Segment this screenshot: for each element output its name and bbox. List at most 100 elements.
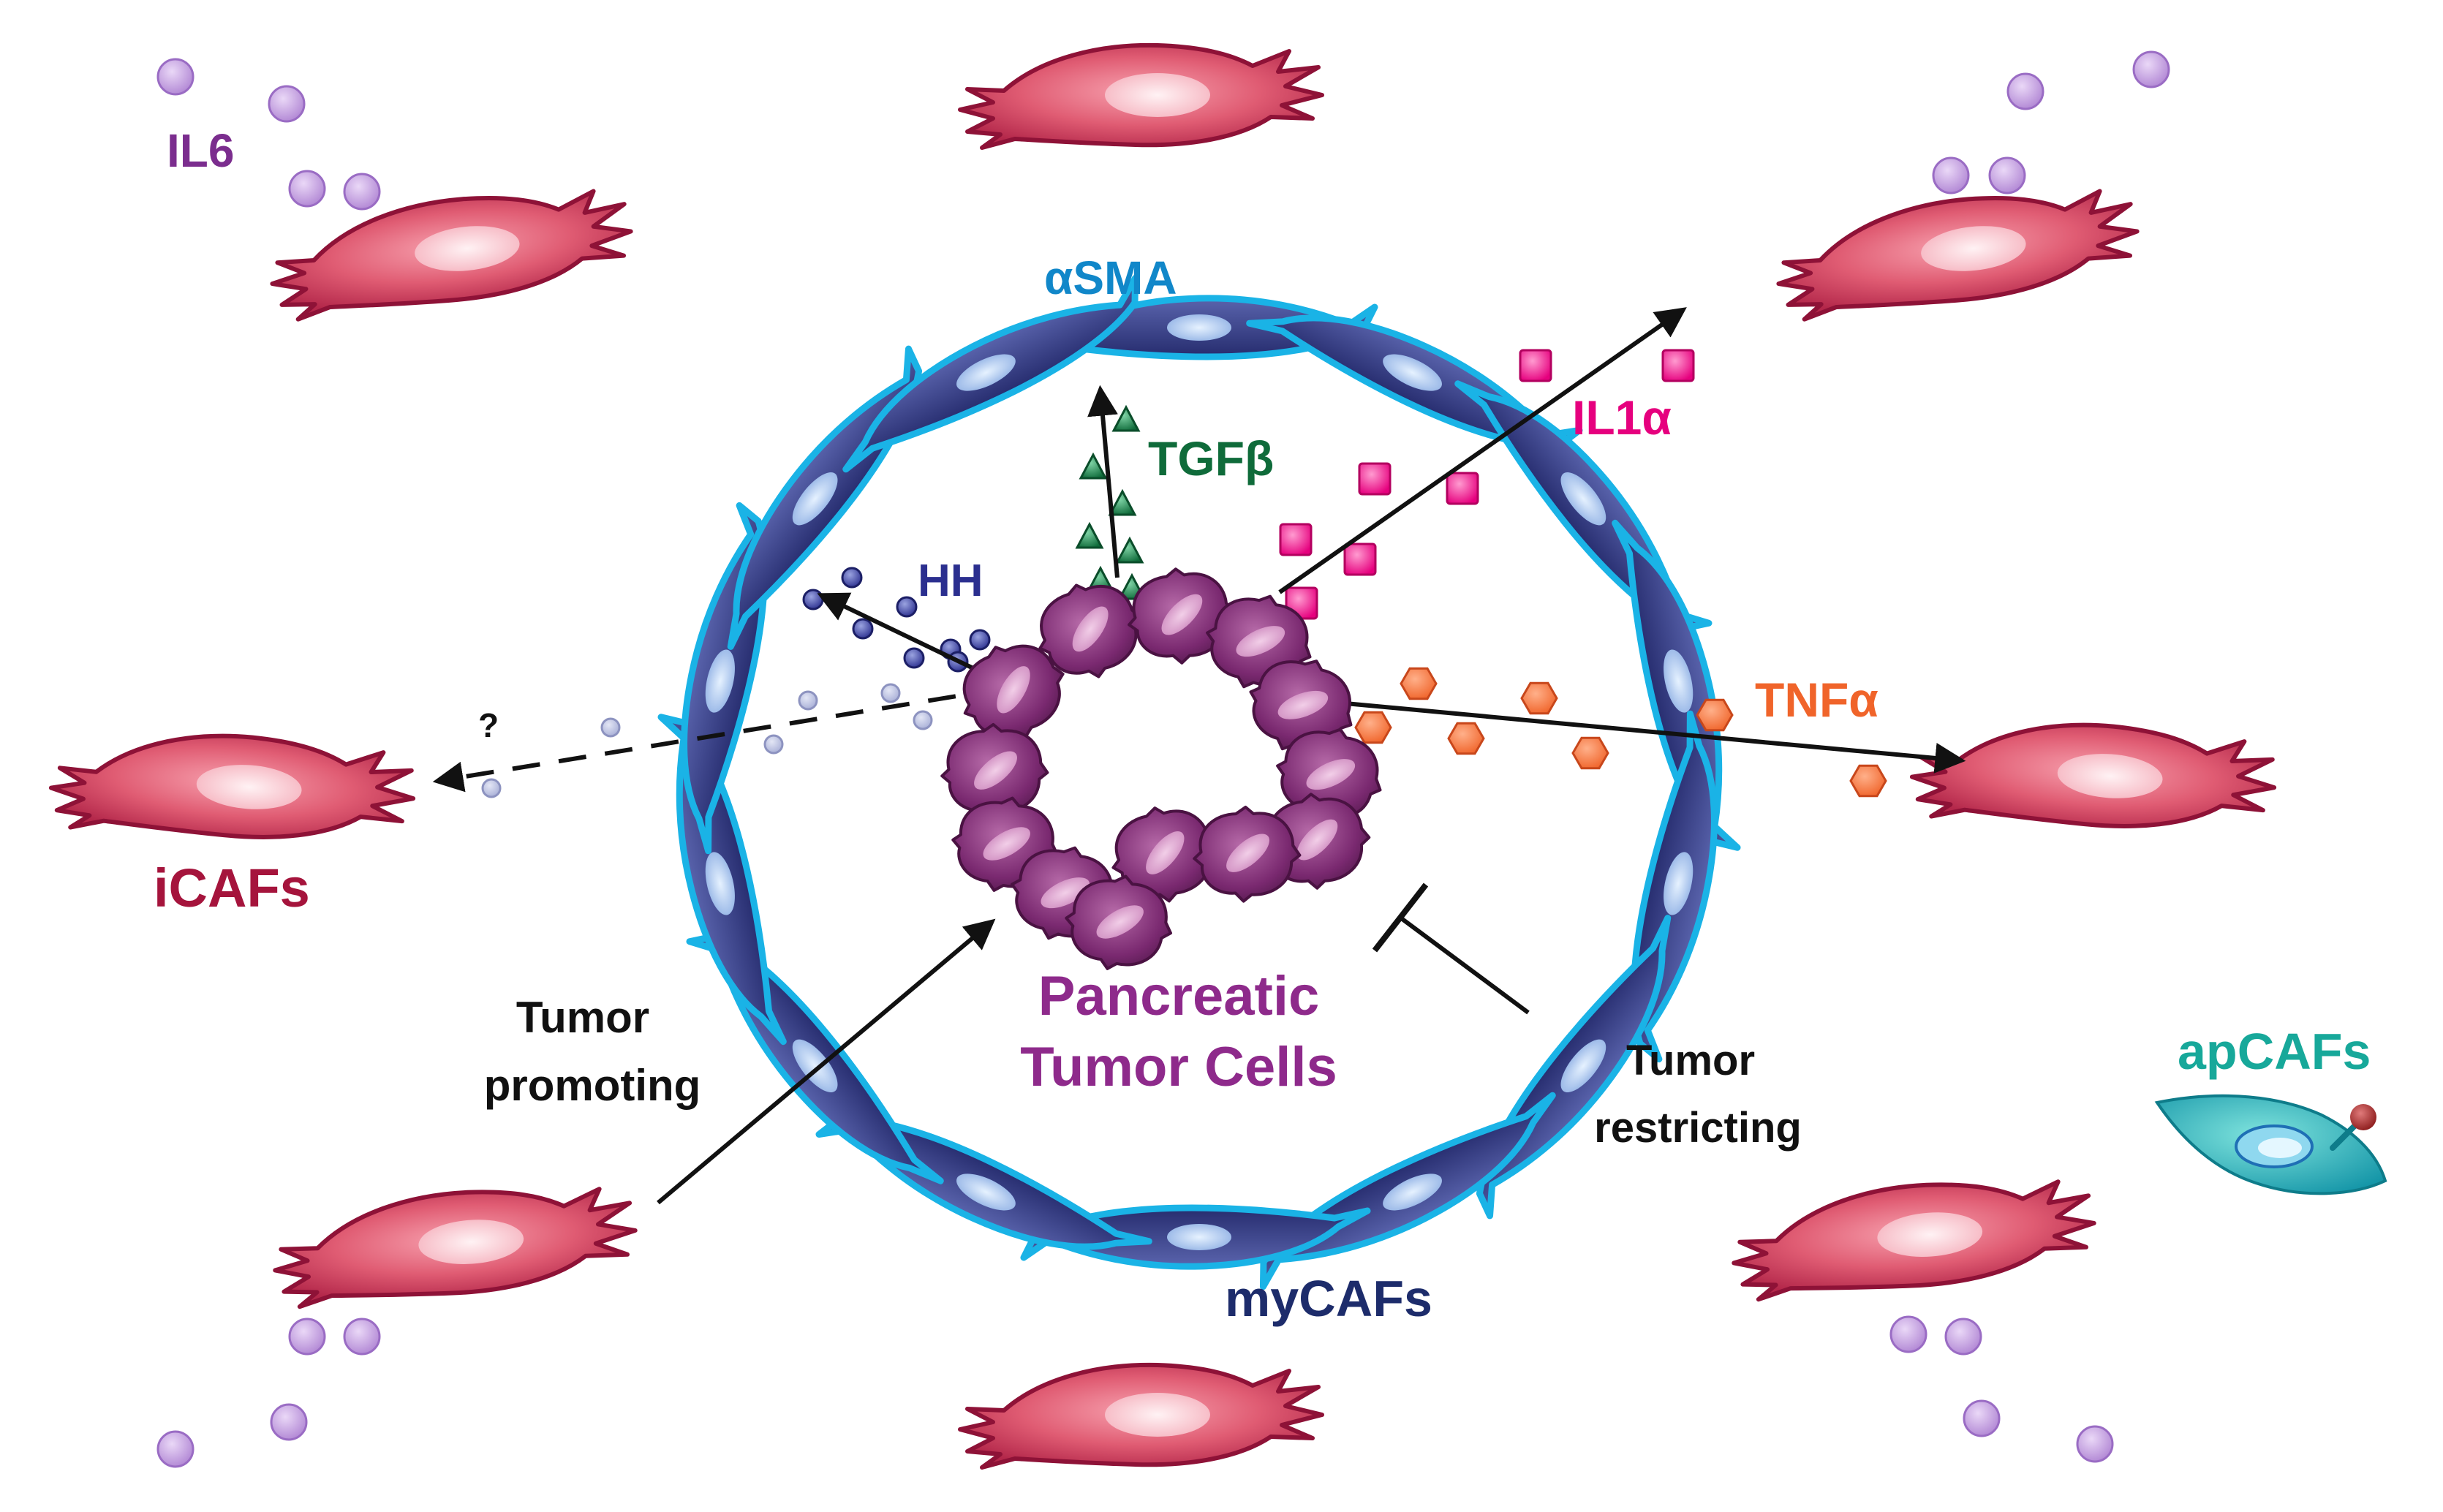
tnfa-particle — [1447, 722, 1485, 755]
apcaf-cell — [2154, 1094, 2387, 1195]
fibroblast-nucleus — [2057, 754, 2163, 798]
il1a-particle — [1661, 349, 1695, 382]
asma-label: αSMA — [1044, 252, 1177, 304]
fibroblast-nucleus — [1921, 226, 2026, 271]
tumor-cell-nucleus — [1236, 626, 1285, 657]
fibroblast-nucleus — [1105, 1393, 1210, 1437]
mycaf-ring-cell-nucleus — [1383, 1173, 1442, 1211]
fibroblast-nucleus — [415, 226, 520, 271]
mycaf-ring-cell-nucleus — [1664, 649, 1694, 713]
fibroblast-nucleus — [418, 1220, 524, 1264]
tumor-cells-label-line2: Tumor Cells — [1020, 1036, 1337, 1098]
mycaf-ring-cell — [1476, 915, 1672, 1220]
il1a-particle — [1358, 462, 1392, 496]
il6-particle — [288, 170, 326, 208]
hh-particle — [802, 589, 824, 611]
mycaf-ring-cell-nucleus — [956, 354, 1016, 391]
tumor-cell-nucleus — [983, 827, 1030, 861]
tumor-restricting-bar — [1372, 882, 1429, 953]
il6-particle — [156, 1430, 195, 1468]
fibroblast-cell — [273, 1187, 638, 1309]
tgfb-arrow — [1087, 385, 1119, 578]
il6-particle — [1988, 156, 2026, 194]
tumor-cell — [1249, 659, 1353, 751]
mycaf-ring-cell-nucleus — [705, 649, 735, 713]
il6-particle — [270, 1403, 308, 1441]
arrow-layer — [432, 307, 1966, 1205]
tgfb-particle — [1115, 536, 1144, 564]
fibroblast-cell — [1732, 1179, 2096, 1302]
tumor-cell-nucleus — [1161, 594, 1203, 635]
mycaf-ring-cell — [727, 345, 923, 650]
tumor-restricting-line2: restricting — [1594, 1104, 1802, 1152]
hh-secreted-particle — [763, 734, 784, 755]
tumor-cell-nucleus — [1296, 819, 1338, 861]
fibroblast-cell — [1909, 722, 2277, 828]
tgfb-particle — [1079, 452, 1108, 480]
tumor-promoting-line2: promoting — [484, 1061, 701, 1110]
tumor-cell-nucleus — [1226, 834, 1269, 872]
mycafs-label: myCAFs — [1225, 1270, 1432, 1327]
mycaf-ring-cell-nucleus — [1664, 852, 1694, 915]
il1a-arrow — [1278, 307, 1687, 594]
mycaf-ring-cell-nucleus — [1560, 472, 1606, 526]
tnfa-label: TNFα — [1755, 673, 1878, 727]
il6-particle — [1963, 1399, 2001, 1437]
tumor-restricting-inhibition-line — [1399, 915, 1530, 1015]
tnfa-particle — [1520, 681, 1558, 715]
hh-label: HH — [918, 556, 983, 606]
hh-particle — [841, 567, 863, 589]
fibroblast-nucleus — [196, 765, 302, 809]
fibroblast-cell — [958, 42, 1324, 150]
il1a-particle — [1279, 523, 1313, 556]
il1a-particle — [1446, 472, 1479, 505]
mycaf-ring-cell — [1259, 1092, 1556, 1290]
il6-particle — [2132, 50, 2170, 88]
tumor-cell — [940, 722, 1049, 820]
fibroblast-cell — [48, 733, 416, 839]
hh-secreted-particle — [481, 778, 502, 798]
tumor-promoting-line1: Tumor — [516, 993, 649, 1042]
tumor-cell — [962, 644, 1065, 738]
mycaf-ring-cell-nucleus — [1167, 314, 1231, 341]
il6-particle — [343, 173, 381, 211]
il6-particle — [288, 1318, 326, 1356]
tumor-cells-label-line1: Pancreatic — [1038, 965, 1319, 1027]
il6-particle — [1932, 156, 1970, 194]
tnfa-particle — [1354, 711, 1392, 744]
hh-particle — [969, 629, 991, 651]
fibroblast-cell — [1776, 189, 2140, 322]
tgfb-particle — [1108, 488, 1137, 516]
tnfa-particle — [1571, 736, 1609, 770]
fibroblast-cell — [270, 189, 633, 322]
mycaf-ring-cell-nucleus — [705, 852, 735, 915]
tgfb-particle — [1111, 404, 1141, 432]
mycaf-ring-cell-nucleus — [956, 1173, 1016, 1211]
mycaf-ring-cell — [842, 274, 1139, 473]
tnfa-particle — [1400, 667, 1438, 700]
icaf-dashed-arrow — [432, 687, 1003, 793]
hh-secreted-particle — [880, 683, 901, 703]
il6-particle — [1889, 1315, 1927, 1353]
tumor-restricting-line1: Tumor — [1626, 1037, 1755, 1084]
tumor-cell-nucleus — [1306, 759, 1356, 790]
tnfa-particle — [1849, 764, 1887, 798]
mycaf-ring-cell-nucleus — [792, 1039, 838, 1093]
hh-secreted-particle — [798, 690, 818, 711]
question-mark: ? — [478, 706, 499, 744]
hh-secreted-particle — [600, 717, 621, 738]
tumor-cell-nucleus — [1072, 606, 1109, 652]
fibroblast-nucleus — [1105, 73, 1210, 117]
mycaf-ring-cell-nucleus — [792, 472, 838, 526]
fibroblast-cell — [958, 1362, 1324, 1470]
il6-particle — [1944, 1318, 1982, 1356]
mycaf-ring-cell — [1020, 1204, 1371, 1270]
il6-particle — [156, 58, 195, 96]
particle-layer — [156, 50, 2170, 1468]
tumor-cell — [1038, 583, 1143, 678]
mycaf-ring-cell-nucleus — [1560, 1039, 1606, 1093]
mycaf-ring — [657, 274, 1741, 1290]
tnfa-particle — [1696, 698, 1734, 732]
